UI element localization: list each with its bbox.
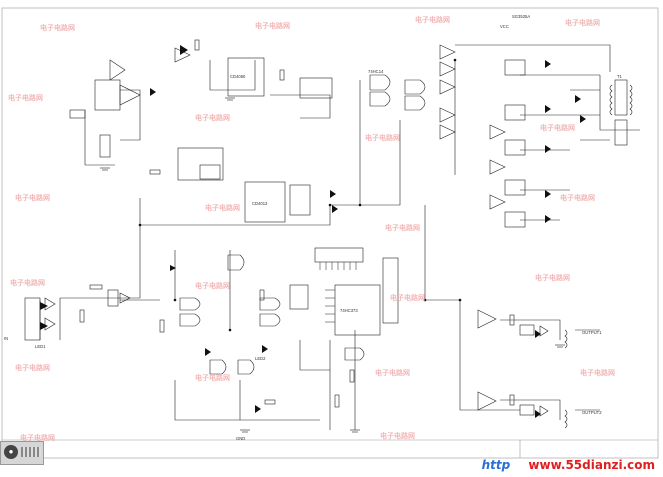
svg-text:电子电路网: 电子电路网 — [195, 373, 230, 382]
output-label-2: OUTPUT2 — [582, 410, 602, 415]
svg-text:电子电路网: 电子电路网 — [40, 23, 75, 32]
url-prefix: http — [481, 458, 511, 472]
svg-text:电子电路网: 电子电路网 — [15, 363, 50, 372]
ic-label-bus: 74HC373 — [340, 308, 358, 313]
site-watermark: http www.55dianzi.com — [482, 458, 655, 472]
site-name: www.55dianzi.com — [528, 458, 655, 472]
tray-icon[interactable] — [21, 447, 41, 457]
ic-label-middle: CD4013 — [252, 201, 268, 206]
svg-text:电子电路网: 电子电路网 — [415, 15, 450, 24]
led-label-a: LED1 — [35, 344, 46, 349]
svg-text:电子电路网: 电子电路网 — [20, 433, 55, 442]
svg-text:电子电路网: 电子电路网 — [580, 368, 615, 377]
svg-text:电子电路网: 电子电路网 — [205, 203, 240, 212]
svg-text:电子电路网: 电子电路网 — [195, 281, 230, 290]
svg-text:电子电路网: 电子电路网 — [10, 278, 45, 287]
net-label-gnd: GND — [236, 436, 245, 441]
start-icon[interactable]: ● — [4, 445, 18, 459]
ic-label-gates: 74HC14 — [368, 69, 384, 74]
svg-text:电子电路网: 电子电路网 — [535, 273, 570, 282]
svg-text:电子电路网: 电子电路网 — [560, 193, 595, 202]
led-label-b: LED2 — [255, 356, 266, 361]
input-label: IN — [4, 336, 8, 341]
output-label-1: OUTPUT1 — [582, 330, 602, 335]
net-label-vcc: VCC — [500, 24, 509, 29]
svg-text:电子电路网: 电子电路网 — [15, 193, 50, 202]
svg-text:电子电路网: 电子电路网 — [365, 133, 400, 142]
svg-text:电子电路网: 电子电路网 — [375, 368, 410, 377]
svg-text:电子电路网: 电子电路网 — [385, 223, 420, 232]
svg-text:电子电路网: 电子电路网 — [565, 18, 600, 27]
svg-text:电子电路网: 电子电路网 — [255, 21, 290, 30]
ic-label-counter: CD4060 — [230, 74, 246, 79]
transformer-label: T1 — [617, 74, 623, 79]
svg-text:电子电路网: 电子电路网 — [195, 113, 230, 122]
watermark-layer: 电子电路网 电子电路网 电子电路网 电子电路网 电子电路网 电子电路网 电子电路… — [8, 15, 615, 442]
svg-text:电子电路网: 电子电路网 — [380, 431, 415, 440]
svg-text:电子电路网: 电子电路网 — [540, 123, 575, 132]
svg-text:电子电路网: 电子电路网 — [8, 93, 43, 102]
ic-label-top: SG3525A — [512, 14, 530, 19]
svg-text:电子电路网: 电子电路网 — [390, 293, 425, 302]
taskbar: ● — [0, 441, 44, 465]
